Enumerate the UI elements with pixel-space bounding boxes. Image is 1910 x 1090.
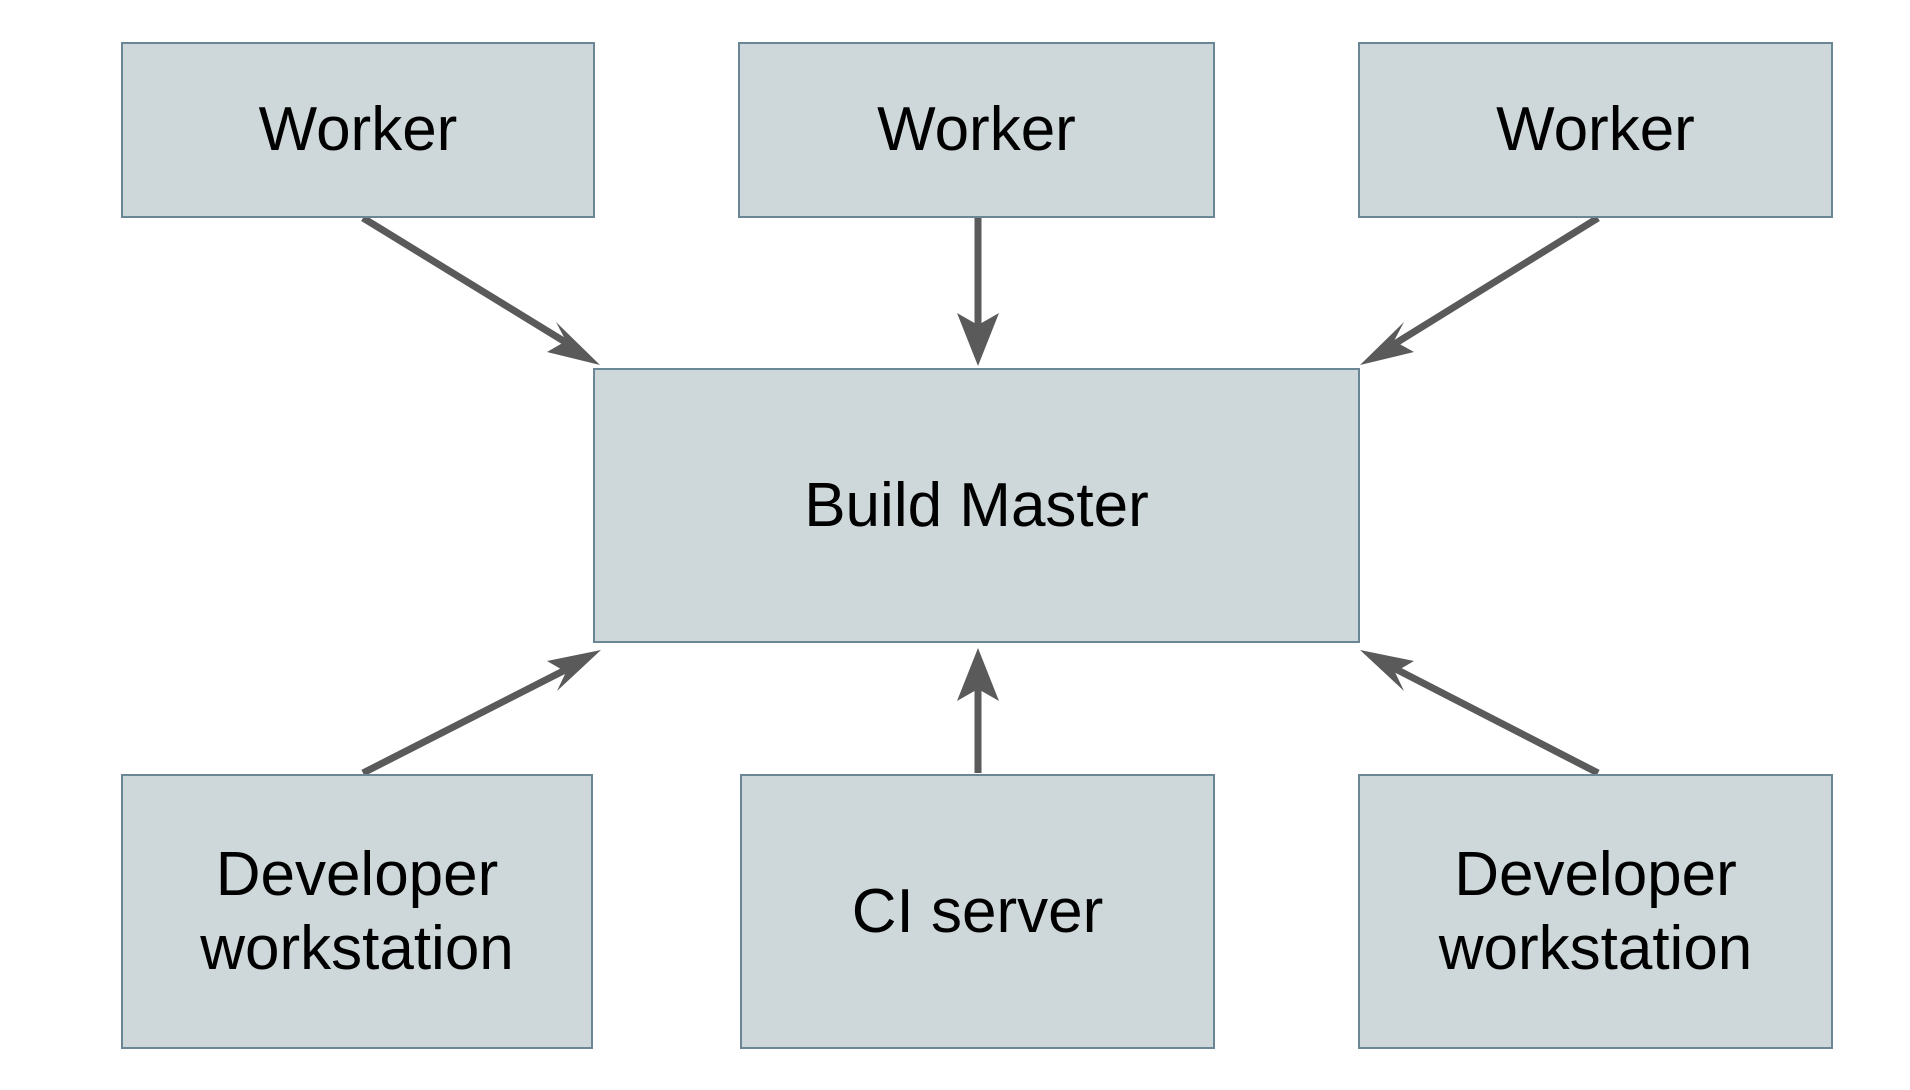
node-worker-2-label: Worker xyxy=(877,95,1076,165)
edge-developer-workstation-left-to-build-master xyxy=(361,650,601,777)
node-developer-workstation-right-label: Developer workstation xyxy=(1438,840,1753,983)
edge-worker-3-to-build-master xyxy=(1360,215,1600,365)
node-worker-2[interactable]: Worker xyxy=(738,42,1215,218)
node-developer-workstation-right[interactable]: Developer workstation xyxy=(1358,774,1833,1049)
node-build-master[interactable]: Build Master xyxy=(593,368,1360,643)
node-developer-workstation-left-label: Developer workstation xyxy=(200,840,514,983)
edge-worker-2-to-build-master xyxy=(957,218,999,366)
node-build-master-label: Build Master xyxy=(804,470,1149,540)
edge-ci-server-to-build-master xyxy=(957,648,999,773)
edge-developer-workstation-right-to-build-master xyxy=(1360,650,1600,777)
node-worker-3-label: Worker xyxy=(1496,95,1695,165)
node-ci-server[interactable]: CI server xyxy=(740,774,1215,1049)
node-worker-1[interactable]: Worker xyxy=(121,42,595,218)
edge-worker-1-to-build-master xyxy=(361,215,600,365)
node-worker-3[interactable]: Worker xyxy=(1358,42,1833,218)
node-worker-1-label: Worker xyxy=(258,95,458,165)
node-ci-server-label: CI server xyxy=(851,876,1104,946)
node-developer-workstation-left[interactable]: Developer workstation xyxy=(121,774,593,1049)
